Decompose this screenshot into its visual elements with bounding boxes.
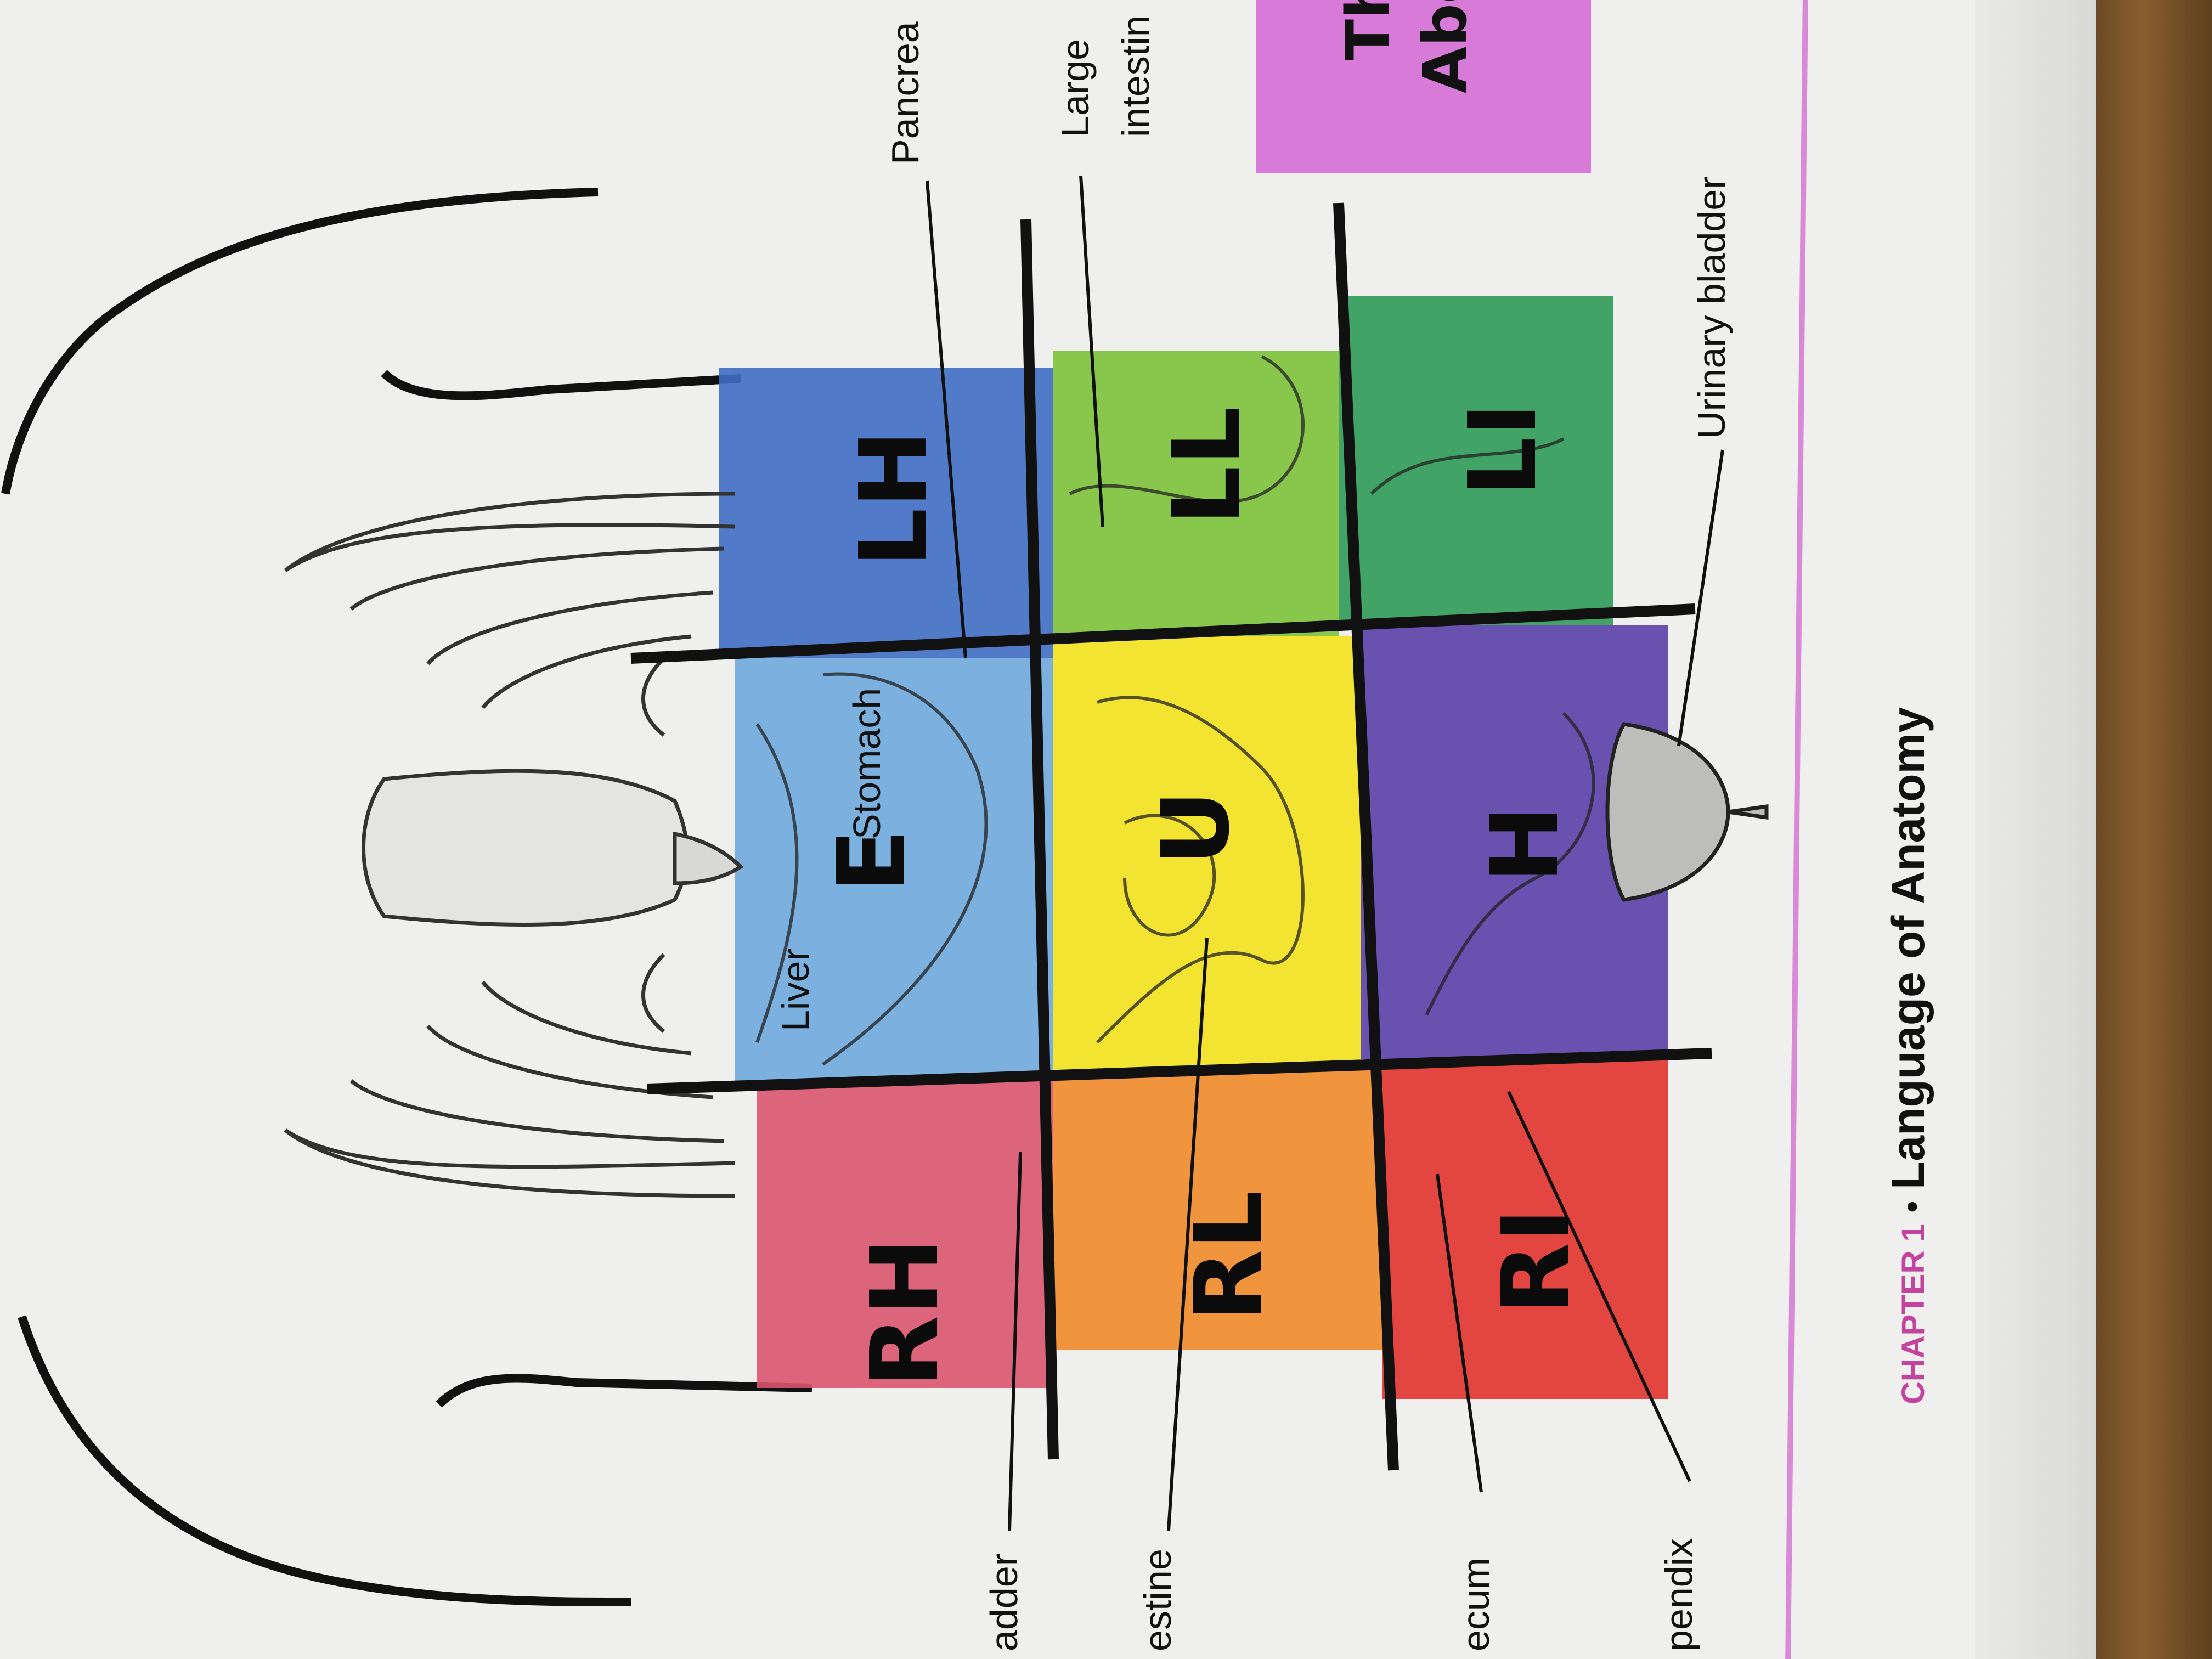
grid-vertical-left [1333, 202, 1399, 1471]
grid-horizontal-top [630, 603, 1696, 664]
region-label-ri: RI [1482, 1207, 1590, 1315]
title-box: Th Abd [1256, 0, 1591, 173]
region-rh-fill [757, 1081, 1053, 1388]
region-label-lh: LH [840, 430, 949, 568]
region-label-rl: RL [1175, 1190, 1283, 1322]
shoulder-outline [1, 188, 599, 495]
label-small-intestine: estine [1136, 1549, 1179, 1651]
region-label-li: LI [1449, 402, 1558, 496]
chapter-label: CHAPTER 1 [1895, 1224, 1931, 1404]
region-label-h: H [1471, 805, 1579, 884]
leader-lines [926, 175, 1724, 1531]
region-lh-fill [719, 368, 1053, 658]
label-large-intestine-2: intestin [1114, 15, 1157, 137]
region-ri-fill [1383, 1059, 1668, 1399]
rib-cage-sketch [284, 492, 744, 1198]
chapter-footer: CHAPTER 1 • Language of Anatomy [1882, 707, 1935, 1404]
page-edge [1975, 0, 2101, 1659]
chapter-title: Language of Anatomy [1882, 707, 1934, 1189]
armpit-outline-top [381, 370, 741, 400]
wooden-desk [2096, 0, 2212, 1659]
organ-sketch [755, 355, 1595, 1066]
label-urinary-bladder: Urinary bladder [1690, 176, 1733, 439]
label-liver: Liver [774, 948, 817, 1031]
chapter-bullet: • [1892, 1200, 1932, 1213]
label-cecum: ecum [1454, 1557, 1497, 1651]
region-u-fill [1053, 636, 1361, 1070]
region-rl-fill [1053, 1070, 1383, 1350]
region-label-u: U [1142, 789, 1250, 866]
region-label-rh: RH [851, 1237, 960, 1387]
label-appendix: pendix [1657, 1538, 1700, 1651]
armpit-outline-bottom [436, 1374, 812, 1408]
shoulder-outline-lower [18, 1315, 631, 1606]
region-li-fill [1339, 296, 1613, 625]
region-label-ll: LL [1153, 406, 1261, 526]
label-pancreas: Pancrea [884, 21, 927, 165]
grid-vertical-right [1020, 219, 1059, 1460]
label-gallbladder: adder [983, 1553, 1025, 1651]
region-grid [630, 202, 1712, 1471]
grid-horizontal-bottom [647, 1048, 1712, 1094]
label-stomach: Stomach [845, 687, 888, 839]
urinary-bladder-shape [1605, 722, 1769, 902]
region-e-fill [735, 658, 1053, 1081]
label-large-intestine-1: Large [1054, 38, 1097, 137]
